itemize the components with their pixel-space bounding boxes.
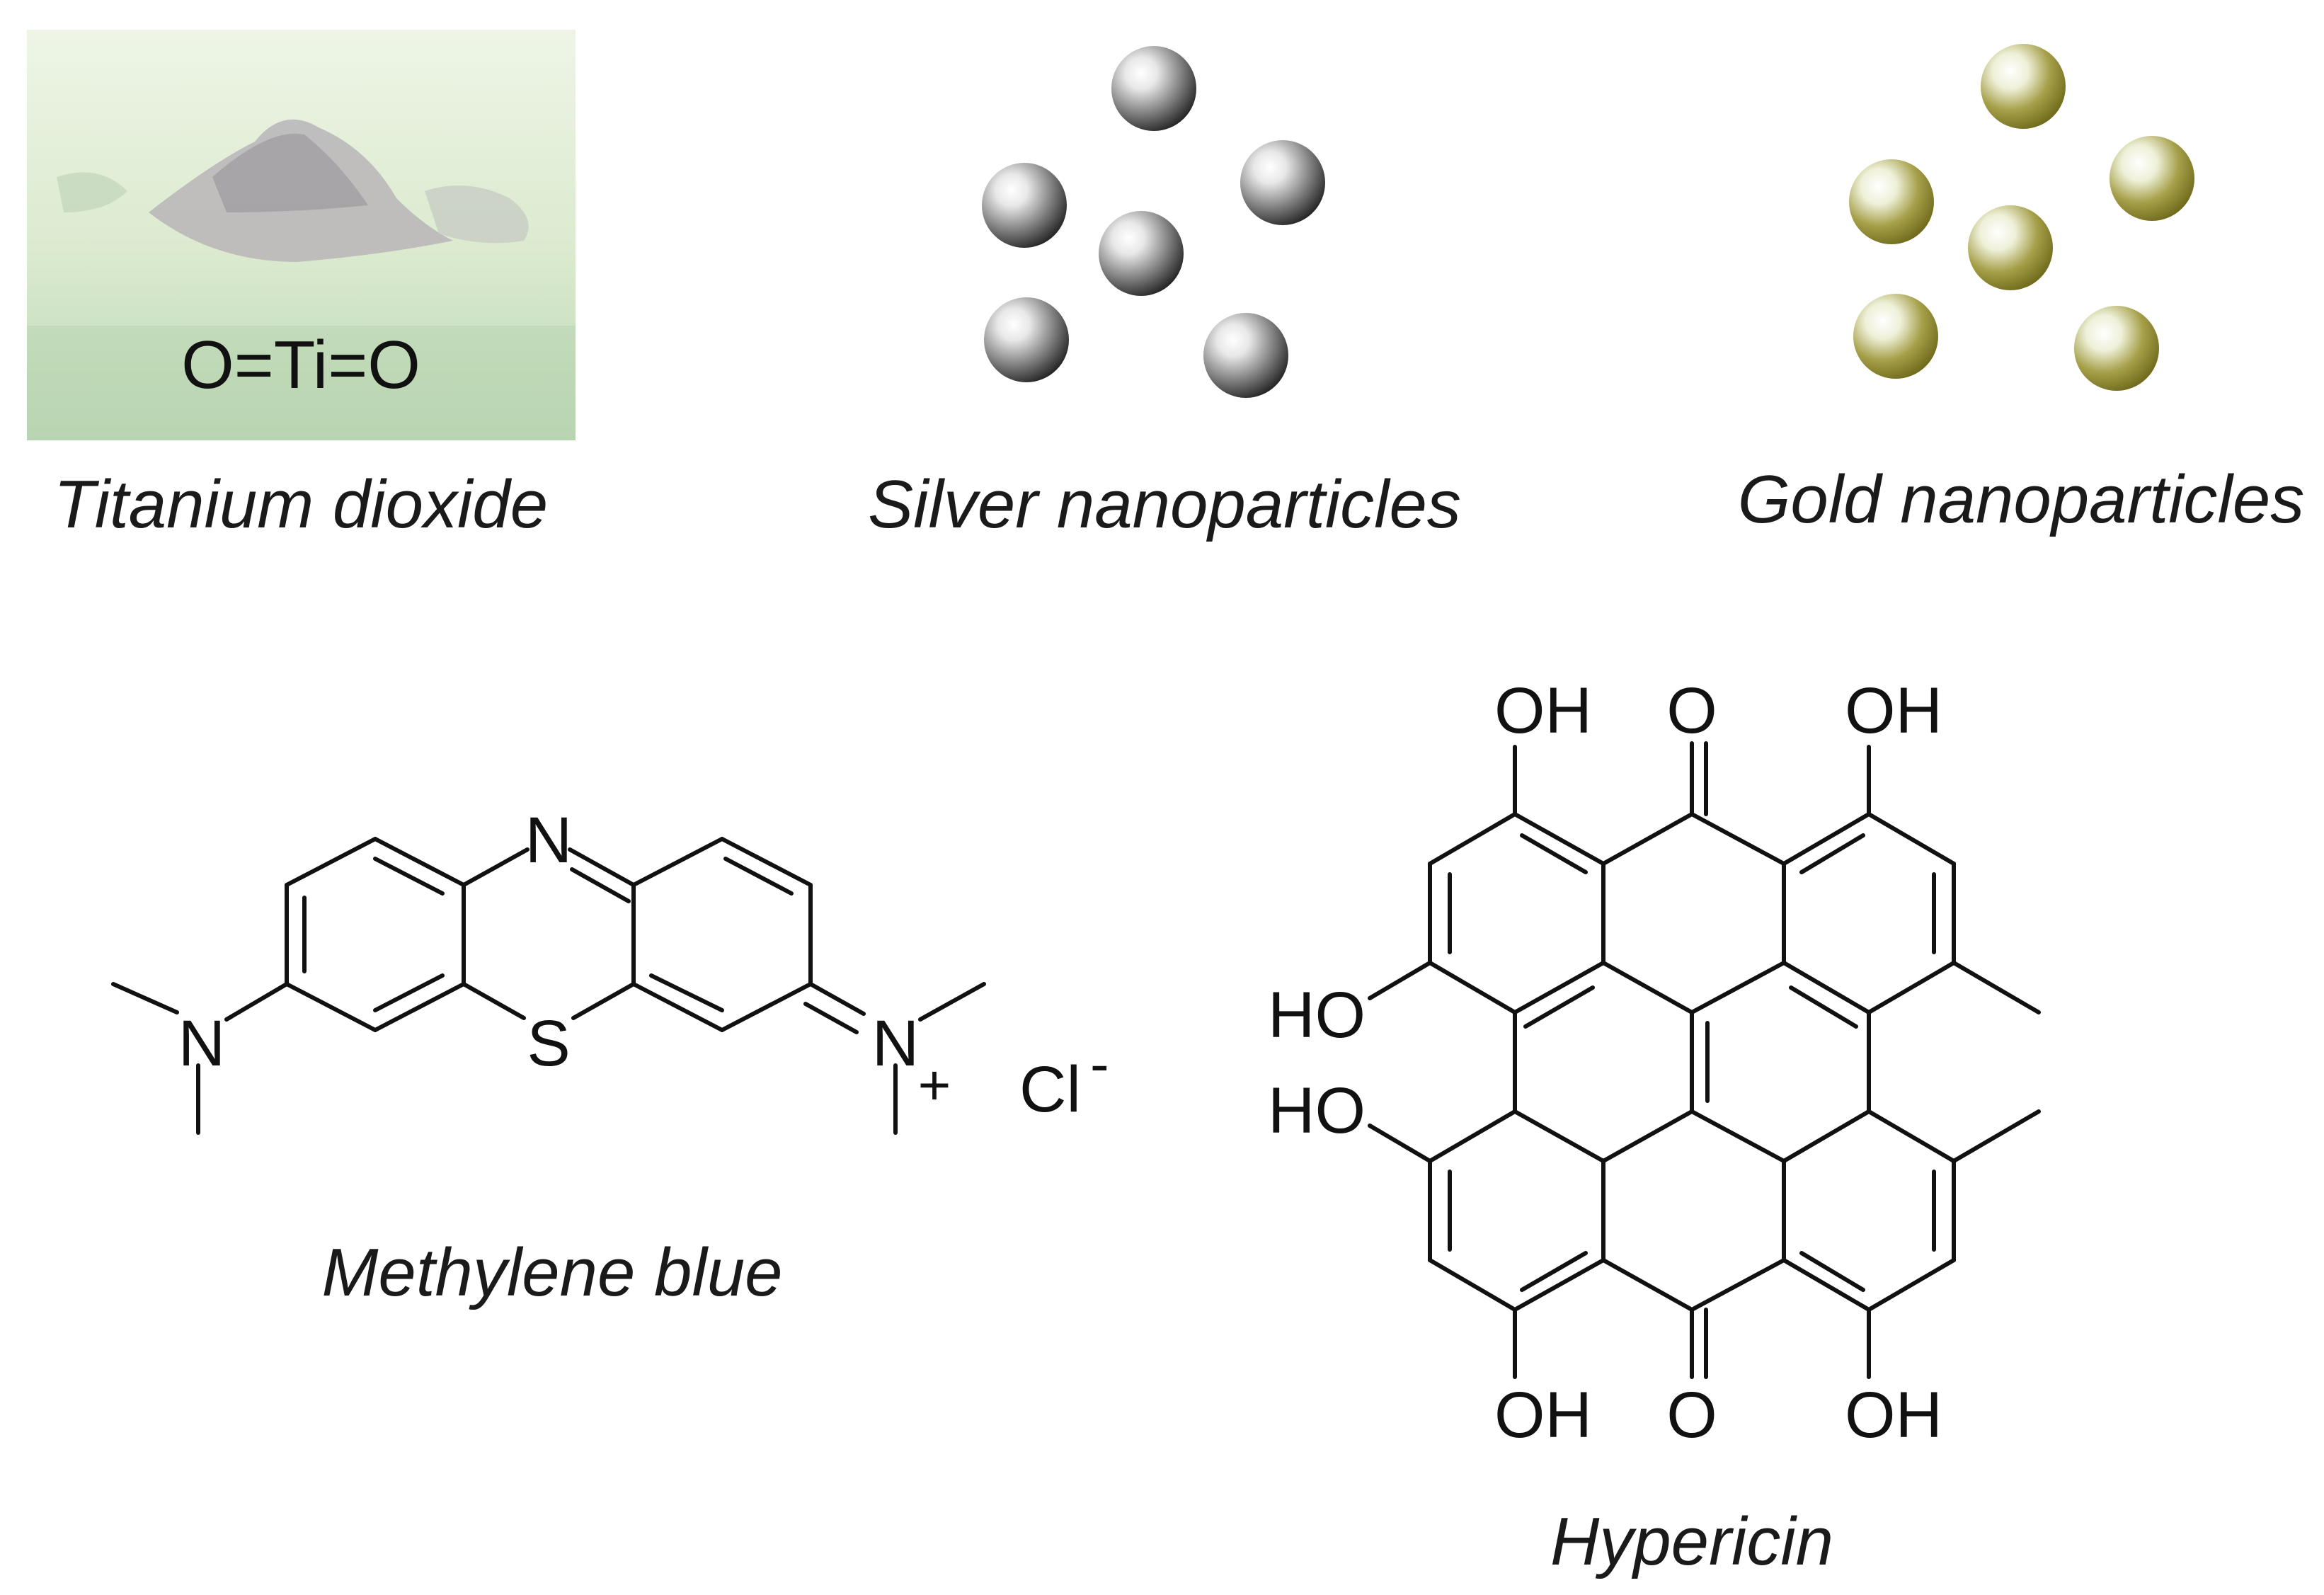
gold-nanoparticle bbox=[2074, 306, 2159, 391]
gold-nanoparticle bbox=[1853, 294, 1938, 379]
hyp-oh-bottom-left: OH bbox=[1494, 1379, 1592, 1451]
gold-panel: Gold nanoparticles bbox=[1738, 44, 2304, 537]
mb-left-n: N bbox=[178, 1007, 225, 1080]
mb-counterion-charge: - bbox=[1090, 1032, 1109, 1095]
silver-panel: Silver nanoparticles bbox=[868, 46, 1461, 542]
gold-caption: Gold nanoparticles bbox=[1738, 462, 2304, 537]
tio2-powder-illustration bbox=[27, 119, 576, 440]
gold-nanoparticle bbox=[1849, 159, 1934, 244]
silver-nanoparticle bbox=[1099, 211, 1184, 296]
hypericin-structure: OH O OH HO HO OH O OH Hypericin bbox=[1268, 675, 2041, 1579]
hyp-o-bottom: O bbox=[1666, 1379, 1717, 1451]
hyp-ho-mid-lower: HO bbox=[1268, 1075, 1366, 1147]
gold-nanoparticle bbox=[1981, 44, 2066, 129]
gold-nanoparticle bbox=[1968, 205, 2053, 290]
silver-nanoparticle bbox=[982, 163, 1067, 248]
silver-nanoparticle bbox=[1203, 313, 1288, 398]
mb-charge: + bbox=[918, 1053, 951, 1116]
mb-counterion: Cl bbox=[1019, 1053, 1081, 1126]
mb-right-n: N bbox=[872, 1007, 919, 1080]
silver-nanoparticle bbox=[984, 297, 1069, 382]
silver-nanoparticle bbox=[1240, 140, 1325, 225]
silver-caption: Silver nanoparticles bbox=[868, 467, 1461, 542]
hypericin-bonds bbox=[1368, 741, 2041, 1379]
gold-nanoparticle bbox=[2110, 136, 2194, 221]
hypericin-caption: Hypericin bbox=[1550, 1504, 1833, 1579]
hyp-oh-top-left: OH bbox=[1494, 675, 1592, 747]
tio2-caption: Titanium dioxide bbox=[54, 467, 548, 542]
tio2-formula: O=Ti=O bbox=[181, 327, 420, 403]
hyp-o-top: O bbox=[1666, 675, 1717, 747]
silver-nanoparticle bbox=[1111, 46, 1196, 131]
hyp-oh-top-right: OH bbox=[1845, 675, 1942, 747]
mb-ring-s: S bbox=[527, 1007, 570, 1080]
methylene-blue-structure: N S N N + Cl - Methylene blue bbox=[111, 804, 1109, 1310]
hyp-oh-bottom-right: OH bbox=[1845, 1379, 1942, 1451]
mb-ring-n: N bbox=[525, 804, 572, 876]
hyp-ho-mid-upper: HO bbox=[1268, 979, 1366, 1051]
methylene-blue-caption: Methylene blue bbox=[321, 1235, 782, 1310]
methylene-blue-bonds bbox=[111, 837, 986, 1135]
tio2-panel: O=Ti=O Titanium dioxide bbox=[27, 30, 576, 542]
